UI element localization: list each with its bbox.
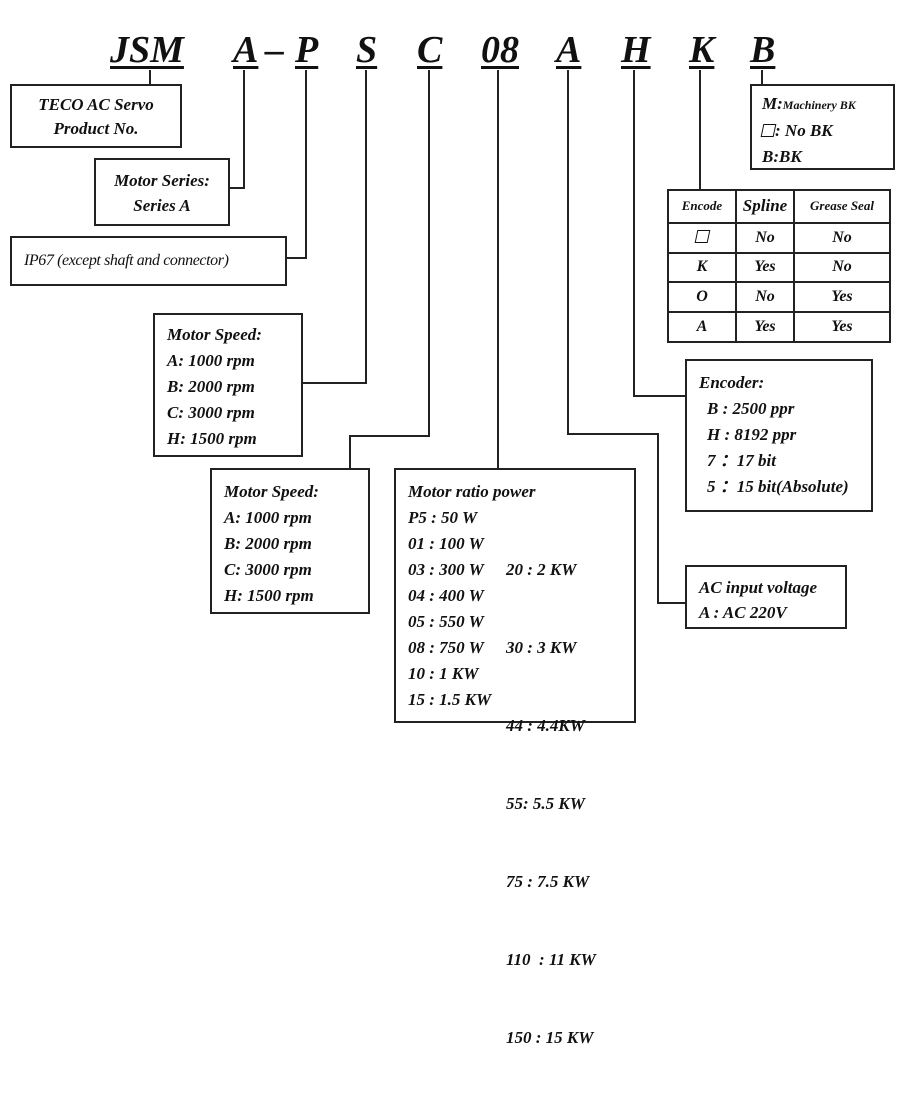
speed1-title: Motor Speed: xyxy=(167,325,262,344)
speed2-item: A: 1000 rpm xyxy=(224,508,312,527)
header-grease-seal: Grease Seal xyxy=(793,189,891,224)
power-item: 55: 5.5 KW xyxy=(506,794,585,813)
connector-series xyxy=(230,70,245,189)
connector-lines xyxy=(149,70,763,604)
encoder-box: Encoder: B : 2500 ppr H : 8192 ppr 7 ：17… xyxy=(685,359,873,512)
voltage-line2: A : AC 220V xyxy=(699,603,787,622)
code-part-encoder: H xyxy=(621,29,651,71)
table-row: A Yes Yes xyxy=(667,311,891,343)
brake-m-text: Machinery BK xyxy=(782,98,856,112)
power-item: 15 : 1.5 KW xyxy=(408,690,492,709)
ip-text: IP67 (except shaft and connector) xyxy=(24,252,229,269)
series-line1: Motor Series: xyxy=(114,171,210,190)
empty-box-icon xyxy=(760,124,777,137)
code-dash: – xyxy=(265,29,284,71)
code-part-ip: P xyxy=(295,29,319,71)
table-cell-encode: A xyxy=(667,311,737,343)
encoder-item: 7 ：17 bit xyxy=(707,451,776,470)
table-cell-grease: Yes xyxy=(793,281,891,314)
code-part-speed1: S xyxy=(356,29,378,71)
table-cell-encode xyxy=(667,221,737,254)
power-item: 05 : 550 W xyxy=(408,612,484,631)
code-part-encode-option: K xyxy=(689,29,715,71)
code-part-speed2: C xyxy=(417,29,443,71)
brake-box: M:Machinery BK : No BK B:BK xyxy=(750,84,895,170)
power-item: 01 : 100 W xyxy=(408,534,484,553)
table-cell-spline: Yes xyxy=(735,311,795,343)
encoder-item: H : 8192 ppr xyxy=(707,425,797,444)
brake-none-text: : No BK xyxy=(775,121,833,140)
encode-option-table: Encode Spline Grease Seal No No K Yes No… xyxy=(667,189,891,343)
brake-machinery-line: M:Machinery BK xyxy=(762,91,893,118)
power-item: 150 : 15 KW xyxy=(506,1028,594,1047)
power-item: 04 : 400 W xyxy=(408,586,484,605)
power-item: 20 : 2 KW xyxy=(506,560,577,579)
speed2-title: Motor Speed: xyxy=(224,482,319,501)
code-part-series-prefix: JSM xyxy=(110,29,184,71)
connector-encoder xyxy=(633,70,685,397)
power-item: 03 : 300 W xyxy=(408,560,484,579)
speed-box-secondary: Motor Speed: A: 1000 rpm B: 2000 rpm C: … xyxy=(210,468,370,614)
table-cell-spline: No xyxy=(735,281,795,314)
encoder-item: 5 ：15 bit(Absolute) xyxy=(707,477,849,496)
voltage-line1: AC input voltage xyxy=(699,578,818,597)
power-box: Motor ratio power P5 : 50 W 01 : 100 W 0… xyxy=(394,468,636,1047)
power-item: 75 : 7.5 KW xyxy=(506,872,590,891)
table-cell-encode: K xyxy=(667,251,737,284)
connector-speed2 xyxy=(349,70,430,468)
table-row: No No xyxy=(667,221,891,254)
speed-box-primary: Motor Speed: A: 1000 rpm B: 2000 rpm C: … xyxy=(153,313,303,457)
connector-voltage xyxy=(567,70,685,604)
power-title: Motor ratio power xyxy=(408,482,536,501)
code-part-brake: B xyxy=(750,29,776,71)
speed1-item: H: 1500 rpm xyxy=(167,429,257,448)
table-cell-grease: No xyxy=(793,251,891,284)
table-cell-spline: Yes xyxy=(735,251,795,284)
power-column-1: P5 : 50 W 01 : 100 W 03 : 300 W 04 : 400… xyxy=(408,505,506,1103)
power-item: 30 : 3 KW xyxy=(506,638,577,657)
power-column-2: 20 : 2 KW 30 : 3 KW 44 : 4.4KW 55: 5.5 K… xyxy=(506,505,596,1103)
product-line1: TECO AC Servo xyxy=(38,95,154,114)
code-part-voltage: A xyxy=(556,29,582,71)
brake-none-line: : No BK xyxy=(760,118,893,144)
table-row: K Yes No xyxy=(667,251,891,284)
brake-m-label: M: xyxy=(762,94,783,113)
speed2-item: H: 1500 rpm xyxy=(224,586,314,605)
connector-speed1 xyxy=(303,70,367,384)
power-item: 110 : 11 KW xyxy=(506,950,596,969)
power-item: 10 : 1 KW xyxy=(408,664,479,683)
table-cell-encode: O xyxy=(667,281,737,314)
code-part-power: 08 xyxy=(481,29,519,71)
product-box: TECO AC Servo Product No. xyxy=(10,84,182,148)
speed1-item: A: 1000 rpm xyxy=(167,351,255,370)
table-row: O No Yes xyxy=(667,281,891,314)
series-line2: Series A xyxy=(133,196,191,215)
brake-bk-line: B:BK xyxy=(762,147,802,166)
empty-box-icon xyxy=(694,229,710,243)
power-item: P5 : 50 W xyxy=(408,508,478,527)
table-cell-grease: No xyxy=(793,221,891,254)
speed1-item: C: 3000 rpm xyxy=(167,403,255,422)
product-line2: Product No. xyxy=(53,119,139,138)
table-cell-spline: No xyxy=(735,221,795,254)
speed1-item: B: 2000 rpm xyxy=(167,377,255,396)
table-header-row: Encode Spline Grease Seal xyxy=(667,189,891,224)
header-encode: Encode xyxy=(667,189,737,224)
encoder-title: Encoder: xyxy=(699,373,765,392)
table-cell-grease: Yes xyxy=(793,311,891,343)
encoder-item: B : 2500 ppr xyxy=(707,399,795,418)
power-item: 08 : 750 W xyxy=(408,638,484,657)
ip-box: IP67 (except shaft and connector) xyxy=(10,236,287,286)
voltage-box: AC input voltage A : AC 220V xyxy=(685,565,847,629)
power-item: 44 : 4.4KW xyxy=(506,716,585,735)
connector-ip xyxy=(287,70,307,259)
speed2-item: B: 2000 rpm xyxy=(224,534,312,553)
series-box: Motor Series: Series A xyxy=(94,158,230,226)
speed2-item: C: 3000 rpm xyxy=(224,560,312,579)
code-part-motor-series: A xyxy=(233,29,259,71)
header-spline: Spline xyxy=(735,189,795,224)
